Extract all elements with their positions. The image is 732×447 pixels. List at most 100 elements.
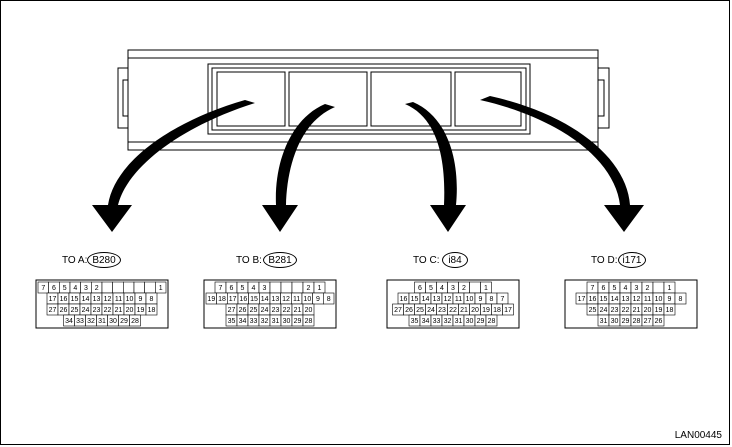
pin-number: 13 [622, 296, 630, 303]
pin-cell [652, 281, 665, 294]
pin-number: 35 [411, 318, 419, 325]
socket-a [216, 71, 286, 127]
pin-number: 12 [104, 296, 112, 303]
pin-number: 1 [159, 285, 163, 292]
pin-cell [652, 314, 665, 327]
pin-cell [144, 281, 156, 294]
pin-number: 4 [73, 285, 77, 292]
pin-number: 16 [400, 296, 408, 303]
figure-id: LAN00445 [674, 430, 722, 441]
pin-number: 27 [49, 307, 57, 314]
pin-cell [323, 292, 335, 305]
pin-number: 10 [303, 296, 311, 303]
pin-number: 12 [282, 296, 290, 303]
pin-number: 30 [611, 318, 619, 325]
pin-number: 11 [455, 296, 462, 303]
pin-number: 9 [316, 296, 320, 303]
pin-number: 28 [305, 318, 313, 325]
pin-cell [291, 281, 304, 294]
pin-number: 19 [137, 307, 145, 314]
pin-number: 25 [416, 307, 424, 314]
pin-number: 10 [466, 296, 474, 303]
pin-number: 15 [411, 296, 419, 303]
pin-number: 23 [272, 307, 280, 314]
connector-b-code: B281 [263, 252, 297, 268]
pin-cell [269, 281, 282, 294]
pin-cell [502, 303, 514, 316]
pin-cell [101, 281, 113, 294]
pin-number: 22 [104, 307, 112, 314]
pin-number: 17 [229, 296, 237, 303]
pin-number: 25 [589, 307, 597, 314]
pin-number: 5 [63, 285, 67, 292]
pin-number: 28 [633, 318, 641, 325]
pin-number: 26 [655, 318, 663, 325]
pin-number: 21 [115, 307, 123, 314]
pin-number: 21 [460, 307, 468, 314]
pin-number: 20 [471, 307, 479, 314]
pin-number: 22 [449, 307, 457, 314]
pin-number: 23 [611, 307, 619, 314]
pin-number: 1 [668, 285, 672, 292]
pin-number: 13 [93, 296, 101, 303]
pin-cell [674, 292, 687, 305]
pin-number: 6 [418, 285, 422, 292]
pin-number: 28 [488, 318, 496, 325]
pin-number: 30 [466, 318, 474, 325]
pin-number: 30 [109, 318, 117, 325]
pin-number: 14 [611, 296, 619, 303]
pin-number: 11 [644, 296, 651, 303]
pin-number: 5 [429, 285, 433, 292]
pin-number: 23 [438, 307, 446, 314]
pin-number: 31 [600, 318, 608, 325]
pin-number: 18 [148, 307, 156, 314]
pin-number: 6 [52, 285, 56, 292]
pin-number: 16 [239, 296, 247, 303]
pin-number: 18 [493, 307, 501, 314]
pin-number: 28 [131, 318, 139, 325]
pin-number: 21 [294, 307, 302, 314]
pin-number: 24 [82, 307, 90, 314]
right-mount-tab-inner [597, 79, 605, 117]
pin-cell [123, 281, 135, 294]
pin-number: 8 [327, 296, 331, 303]
pin-number: 29 [294, 318, 302, 325]
pin-number: 25 [71, 307, 79, 314]
pin-number: 8 [150, 296, 154, 303]
pin-number: 5 [613, 285, 617, 292]
pin-number: 7 [41, 285, 45, 292]
pin-number: 31 [98, 318, 106, 325]
pin-cell [302, 314, 315, 327]
pin-number: 18 [666, 307, 674, 314]
pin-number: 27 [394, 307, 402, 314]
arrow-to-d [480, 96, 644, 232]
pin-number: 25 [250, 307, 258, 314]
pin-number: 17 [578, 296, 586, 303]
pin-cell [145, 303, 158, 316]
pin-number: 7 [501, 296, 505, 303]
pin-number: 3 [451, 285, 455, 292]
pin-number: 33 [76, 318, 84, 325]
pin-number: 8 [490, 296, 494, 303]
pin-number: 2 [646, 285, 650, 292]
pin-number: 14 [261, 296, 269, 303]
pin-number: 1 [318, 285, 322, 292]
pin-number: 27 [644, 318, 652, 325]
pin-number: 3 [263, 285, 267, 292]
control-unit [117, 49, 610, 151]
pin-number: 19 [655, 307, 663, 314]
pin-number: 26 [239, 307, 247, 314]
pin-number: 6 [602, 285, 606, 292]
pin-number: 27 [228, 307, 236, 314]
connector-c-code: i84 [442, 252, 468, 268]
pin-number: 34 [422, 318, 430, 325]
pin-cell [129, 314, 141, 327]
pin-number: 32 [87, 318, 95, 325]
pin-number: 29 [477, 318, 485, 325]
pin-number: 34 [65, 318, 73, 325]
pin-number: 12 [633, 296, 641, 303]
